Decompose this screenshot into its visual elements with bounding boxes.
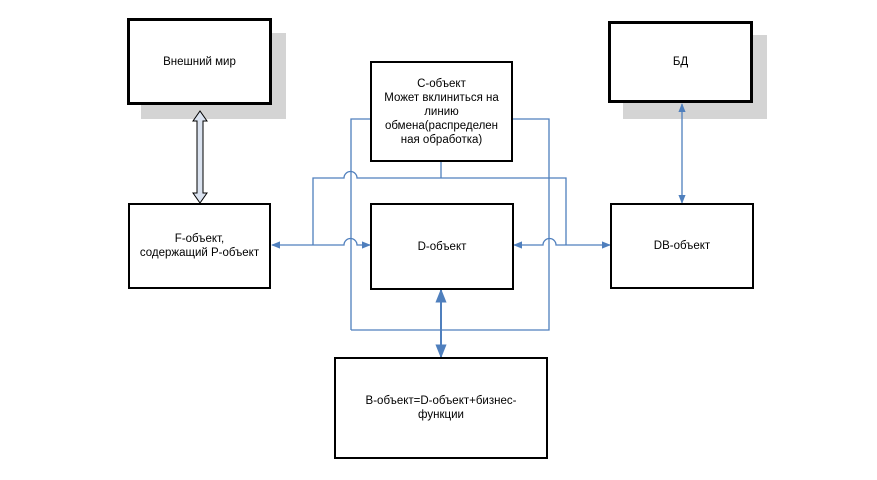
db-object-box: DB-объект <box>610 203 754 289</box>
b-object-box: В-объект=D-объект+бизнес- функции <box>334 357 548 459</box>
f-object-box: F-объект, содержащий Р-объект <box>128 203 271 289</box>
d-to-db-connector <box>513 237 611 249</box>
d-object-box: D-объект <box>370 203 514 290</box>
external-world-label: Внешний мир <box>163 55 236 68</box>
db-object-label: DB-объект <box>653 240 711 252</box>
external-world-box: Внешний мир <box>127 18 272 105</box>
db-label: БД <box>672 56 689 68</box>
db-box: БД <box>608 21 753 103</box>
external-world-to-f-double-arrow <box>192 110 208 204</box>
c-object-box: С-объект Может вклиниться на линию обмен… <box>370 61 513 162</box>
c-object-label: С-объект Может вклиниться на линию обмен… <box>384 77 499 146</box>
f-to-d-connector <box>271 237 371 249</box>
f-object-label: F-объект, содержащий Р-объект <box>139 233 260 259</box>
b-object-label: В-объект=D-объект+бизнес- функции <box>365 395 517 421</box>
loop-top-connector <box>350 118 550 331</box>
d-object-label: D-объект <box>417 240 467 253</box>
loop-outer-connector <box>312 170 567 245</box>
